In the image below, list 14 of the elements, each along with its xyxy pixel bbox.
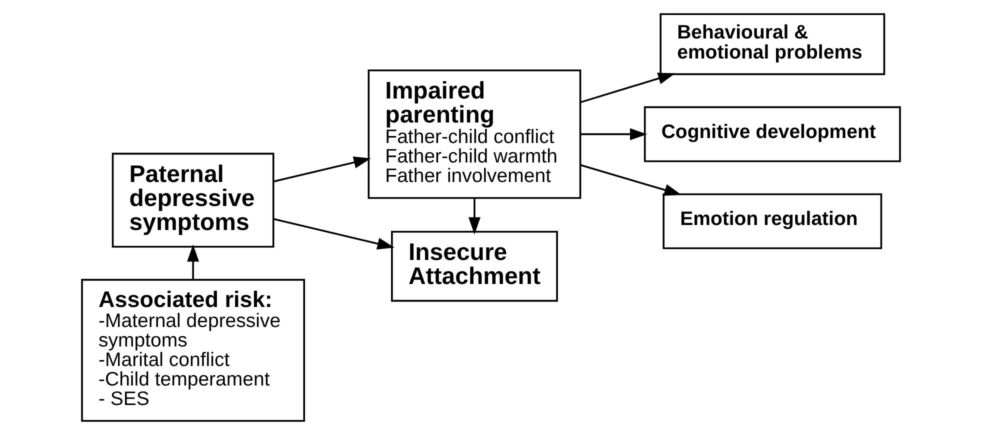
node-box: Paternal depressive symptoms	[111, 152, 274, 248]
node-box: Associated risk: -Maternal depressive symptoms -Marital conflict -Child temperament - SES	[80, 278, 305, 422]
node-box: Emotion regulation	[662, 193, 882, 250]
arrow	[186, 244, 199, 280]
node-box: Behavioural & emotional problems	[659, 13, 885, 76]
arrow	[272, 218, 394, 250]
node-box: Cognitive development	[643, 106, 900, 162]
arrow	[468, 198, 480, 234]
arrow	[580, 72, 675, 104]
arrow	[580, 164, 682, 196]
node-box: Impaired parenting Father-child conflict Father-child warmth Father involvement	[367, 70, 581, 199]
arrow	[580, 128, 647, 140]
node-box: Insecure Attachment	[390, 230, 558, 302]
arrow	[272, 156, 370, 182]
